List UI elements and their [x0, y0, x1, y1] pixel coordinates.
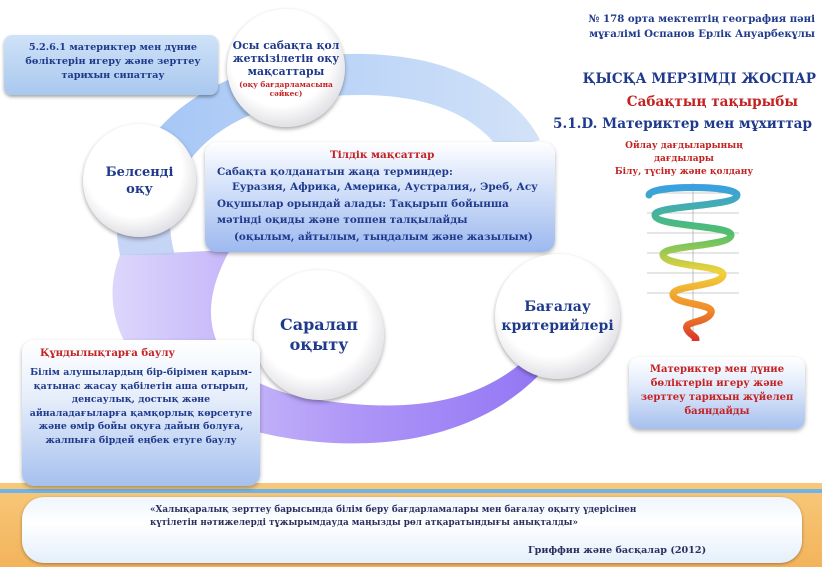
- quote-author: Гриффин және басқалар (2012): [528, 545, 707, 556]
- quote-box: [22, 497, 802, 563]
- spiral-graphic: [645, 183, 741, 341]
- values-title: Құндылықтарға баулу: [40, 347, 176, 359]
- language-line: Оқушылар орындай алады: Тақырып бойынша: [217, 198, 509, 210]
- language-line: мәтінді оқиды және топпен талқылайды: [217, 214, 468, 226]
- values-box: [22, 340, 260, 486]
- language-line: Еуразия, Африка, Америка, Аустралия,, Эр…: [232, 181, 538, 193]
- objective-text: 5.2.6.1 материктер мен дүние бөліктерін …: [25, 42, 201, 81]
- criteria-text: Материктер мен дүние бөліктерін игеру жә…: [640, 364, 794, 417]
- goals-note: (оқу бағдарламасына сәйкес): [239, 79, 333, 98]
- lesson-topic: 5.1.D. Материктер мен мұхиттар: [553, 116, 812, 132]
- language-goals-box: [205, 142, 555, 252]
- values-text: Білім алушылардың бір-бірімен қарым-қаты…: [29, 367, 253, 446]
- language-goals-title: Тілдік мақсаттар: [330, 149, 435, 161]
- criteria-box: [629, 357, 805, 429]
- school-info: № 178 орта мектептің география пәні мұға…: [588, 13, 815, 40]
- plan-title: ҚЫСҚА МЕРЗІМДІ ЖОСПАР: [582, 71, 816, 87]
- language-line: Сабақта қолданатын жаңа терминдер:: [217, 166, 453, 178]
- learning-goals-circle: Осы сабақта қол жеткізілетін оқу мақсатт…: [227, 9, 345, 127]
- language-line: (оқылым, айтылым, тыңдалым және жазылым): [234, 231, 533, 243]
- thinking-skills: Ойлау дағдыларының дағдылары Білу, түсін…: [614, 141, 754, 177]
- topic-heading: Сабақтың тақырыбы: [626, 94, 798, 110]
- quote-text: «Халықаралық зерттеу барысында білім бер…: [150, 505, 637, 528]
- objective-box: 5.2.6.1 материктер мен дүние бөліктерін …: [4, 35, 218, 95]
